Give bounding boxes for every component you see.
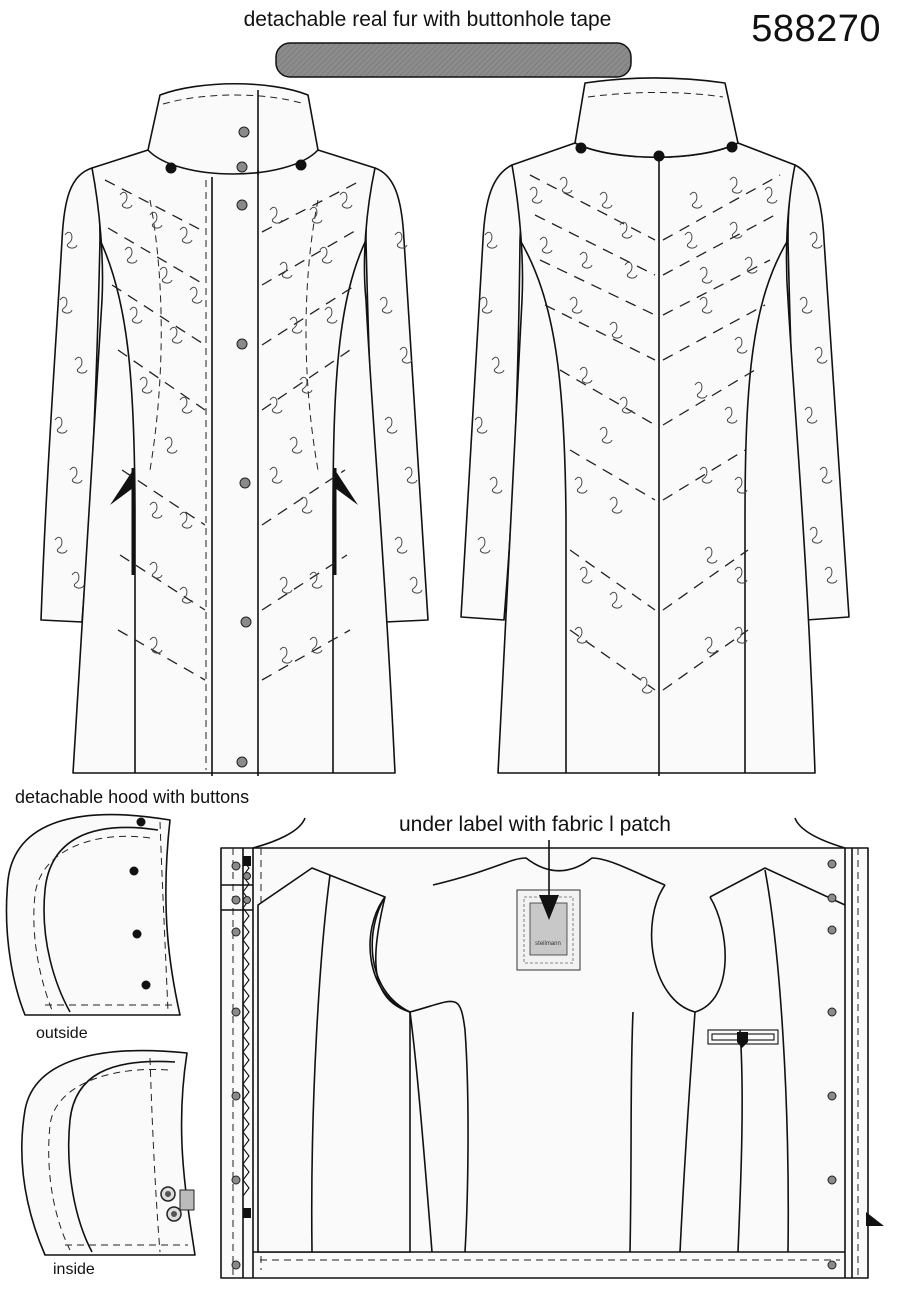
label-brand-text: steilmann: [535, 941, 561, 947]
hood-inside-caption: inside: [53, 1261, 95, 1278]
coat-back-view: [460, 77, 850, 776]
hood-outside-caption: outside: [36, 1025, 88, 1042]
hood-caption: detachable hood with buttons: [15, 787, 250, 807]
coat-lining-view: [220, 817, 884, 1279]
hood-outside: [5, 813, 181, 1016]
fur-collar-strip: [275, 42, 632, 78]
fur-collar-caption: detachable real fur with buttonhole tape: [243, 8, 612, 31]
label-annotation: under label with fabric l patch: [399, 813, 671, 836]
style-number: 588270: [751, 8, 881, 50]
hood-inside: [20, 1049, 196, 1256]
coat-front-view: [40, 83, 429, 776]
